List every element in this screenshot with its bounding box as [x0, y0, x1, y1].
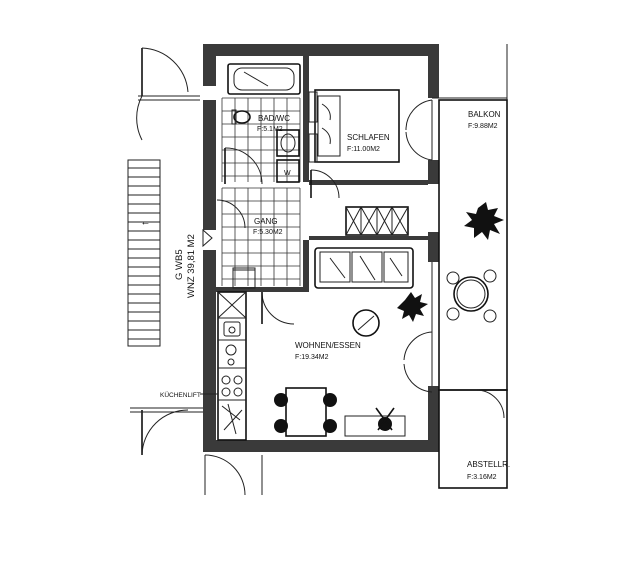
kitchen-label: KÜCHENLIFT: [160, 391, 201, 399]
wardrobe: [345, 206, 409, 236]
left-door-mid: [136, 95, 200, 141]
plant-living: [397, 292, 428, 322]
gang-area: F:5.30M2: [253, 229, 283, 236]
wohnen-area: F:19.34M2: [295, 354, 329, 361]
bad-wc-area: F:5.1M2: [257, 126, 283, 133]
walls: [203, 44, 439, 452]
schlafen-area: F:11.00M2: [347, 146, 380, 153]
washbasin: [276, 129, 300, 157]
dining-table: [274, 387, 337, 437]
bed: [308, 89, 400, 163]
left-door-top: [138, 47, 200, 97]
unit-label: G WB5 WNZ 39,81 M2: [174, 234, 197, 298]
bathtub: [227, 63, 301, 95]
left-door-bottom: [130, 407, 205, 456]
coffee-table: [352, 309, 380, 337]
room-labels: BAD/WC F:5.1M2 SCHLAFEN F:11.00M2 GANG F…: [160, 110, 510, 481]
kitchen-sketch-marks: [221, 344, 243, 435]
bedroom-window-door: [405, 99, 433, 161]
abstell-area: F:3.16M2: [467, 474, 497, 481]
kitchen-sink: [223, 321, 241, 337]
toilet: [231, 109, 251, 125]
stair-arrow-mark: ↑: [140, 221, 151, 226]
washing-machine: W: [276, 159, 300, 183]
schlafen-name: SCHLAFEN: [347, 133, 390, 142]
svg-text:W: W: [284, 170, 291, 177]
abstell-name: ABSTELLR.: [467, 460, 510, 469]
sofa: [314, 247, 414, 289]
staircase: [127, 159, 161, 347]
balkon-name: BALKON: [468, 110, 501, 119]
unit-size: WNZ 39,81 M2: [186, 234, 197, 298]
gang-name: GANG: [254, 217, 278, 226]
hall-door-circle: [216, 199, 256, 289]
plant-balcony: [464, 202, 504, 240]
storage-room: [438, 389, 508, 489]
entrance-door-bottom: [204, 454, 263, 496]
tv-stand: [344, 407, 406, 437]
stove: [221, 375, 243, 397]
bedroom-door: [310, 169, 340, 199]
living-door: [261, 291, 295, 325]
unit-id: G WB5: [174, 249, 185, 280]
hall-arrow: [202, 228, 213, 248]
living-window-door: [403, 262, 433, 393]
balkon-area: F:9.88M2: [468, 123, 498, 130]
bathroom-door: [224, 147, 263, 185]
bad-wc-name: BAD/WC: [258, 114, 290, 123]
kitchen-counter: [217, 291, 247, 441]
balcony-table: [446, 269, 497, 323]
wohnen-name: WOHNEN/ESSEN: [295, 341, 361, 350]
